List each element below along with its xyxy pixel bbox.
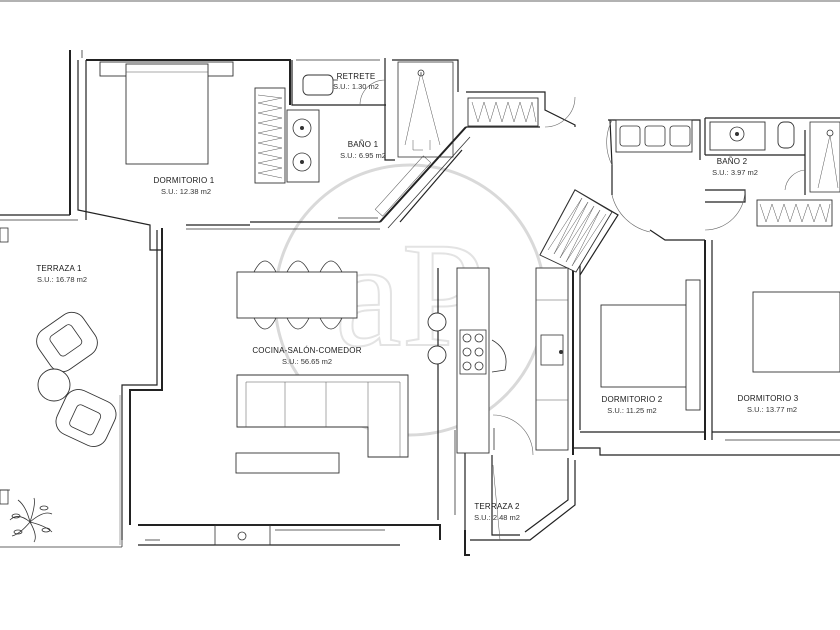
side-table xyxy=(37,368,71,402)
bano-2-fixtures xyxy=(606,119,840,231)
sink-icon xyxy=(540,334,564,366)
room-area-cocina-salon-comedor: S.U.: 56.65 m2 xyxy=(282,357,332,366)
dormitorio-3-furniture xyxy=(752,291,840,373)
wardrobe-3 xyxy=(756,199,833,227)
room-area-retrete: S.U.: 1.30 m2 xyxy=(333,82,379,91)
armchair-icon xyxy=(55,388,117,448)
toilet-icon xyxy=(777,121,795,149)
dormitorio-2-furniture xyxy=(539,189,701,411)
room-name-bano-2: BAÑO 2 xyxy=(717,157,748,166)
room-name-dormitorio-3: DORMITORIO 3 xyxy=(738,394,799,403)
bano-1-fixtures xyxy=(286,61,454,183)
kitchen-living-furniture xyxy=(235,260,569,474)
double-bed xyxy=(752,291,840,373)
stool-icon xyxy=(427,345,447,365)
dining-table xyxy=(236,260,358,330)
double-bed xyxy=(125,63,209,165)
sink-icon xyxy=(729,126,745,142)
room-area-dormitorio-2: S.U.: 11.25 m2 xyxy=(607,406,656,415)
shower-1 xyxy=(397,61,454,158)
armchair-icon xyxy=(36,311,98,373)
room-name-bano-1: BAÑO 1 xyxy=(348,140,379,149)
chair-icon xyxy=(491,339,507,373)
shelf-unit xyxy=(615,119,693,153)
kitchen-counter xyxy=(492,267,569,456)
double-vanity xyxy=(286,109,320,183)
room-area-terraza-1: S.U.: 16.78 m2 xyxy=(37,275,87,284)
shower-head-icon xyxy=(417,69,425,77)
room-name-dormitorio-2: DORMITORIO 2 xyxy=(602,395,663,404)
headboard xyxy=(685,279,701,411)
room-area-dormitorio-3: S.U.: 13.77 m2 xyxy=(747,405,797,414)
wardrobe-2 xyxy=(539,189,613,273)
toilet-icon xyxy=(302,74,334,96)
room-name-retrete: RETRETE xyxy=(337,72,376,81)
cooktop-icon xyxy=(459,329,487,375)
corridor-storage xyxy=(467,96,576,128)
vanity-2 xyxy=(709,121,766,151)
plant-icon xyxy=(9,497,53,543)
wardrobe-1 xyxy=(254,87,286,184)
terraza-1-furniture xyxy=(9,311,117,543)
room-labels: DORMITORIO 1 S.U.: 12.38 m2 RETRETE S.U.… xyxy=(36,72,798,522)
room-name-dormitorio-1: DORMITORIO 1 xyxy=(154,176,215,185)
sofa xyxy=(236,374,409,458)
sink-icon xyxy=(292,118,312,138)
room-name-terraza-2: TERRAZA 2 xyxy=(474,502,520,511)
room-name-cocina-salon-comedor: COCINA-SALÓN-COMEDOR xyxy=(252,346,361,355)
room-area-bano-1: S.U.: 6.95 m2 xyxy=(340,151,386,160)
room-area-dormitorio-1: S.U.: 12.38 m2 xyxy=(161,187,211,196)
kitchen-island xyxy=(456,267,507,454)
stool-icon xyxy=(427,312,447,332)
room-area-bano-2: S.U.: 3.97 m2 xyxy=(712,168,758,177)
dormitorio-1-furniture xyxy=(99,61,286,184)
room-area-terraza-2: S.U.: 2.48 m2 xyxy=(474,513,520,522)
room-name-terraza-1: TERRAZA 1 xyxy=(36,264,82,273)
tv-unit xyxy=(235,452,340,474)
sink-icon xyxy=(292,152,312,172)
shower-2 xyxy=(809,121,840,193)
double-bed xyxy=(600,304,698,388)
